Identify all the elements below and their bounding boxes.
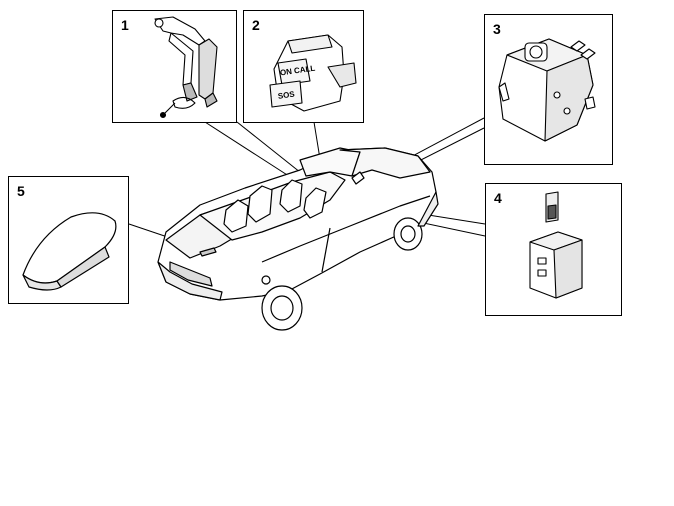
telematics-unit-icon	[529, 191, 583, 299]
car-taillight	[169, 261, 213, 287]
car-door-line	[321, 227, 331, 273]
callout-number-5: 5	[17, 183, 25, 199]
call-switch-icon: ON CALL SOS	[269, 34, 357, 112]
car-front-bumper	[417, 191, 439, 227]
car-seat-rear-left	[247, 185, 273, 223]
car-rear-bumper	[157, 261, 223, 301]
callout-number-3: 3	[493, 21, 501, 37]
callout-1-microphone: 1	[112, 10, 237, 123]
control-module-icon	[498, 38, 596, 142]
car-seat-rear-right	[223, 199, 249, 233]
callout-number-2: 2	[252, 17, 260, 33]
callout-2-switch-panel: 2 ON CALL SOS	[243, 10, 364, 123]
car-rear-hub	[270, 295, 294, 321]
car-antenna-marker	[199, 247, 217, 257]
callout-5-antenna: 5	[8, 176, 129, 304]
shark-fin-antenna-icon	[22, 212, 117, 291]
car-front-hub	[400, 225, 416, 243]
car-windshield	[299, 147, 361, 177]
car-hood	[339, 147, 431, 179]
callout-number-1: 1	[121, 17, 129, 33]
sos-label: SOS	[277, 89, 296, 100]
car-fuel-cap	[261, 275, 271, 285]
callout-number-4: 4	[494, 190, 502, 206]
callout-3-control-module: 3	[484, 14, 613, 165]
microphone-bracket-icon	[154, 16, 218, 119]
car-seat-front-left	[279, 179, 303, 213]
car-side-mirror	[351, 171, 365, 185]
car-seat-front-right	[303, 187, 327, 219]
callout-4-telematics-unit: 4	[485, 183, 622, 316]
car-side-line	[261, 195, 431, 263]
